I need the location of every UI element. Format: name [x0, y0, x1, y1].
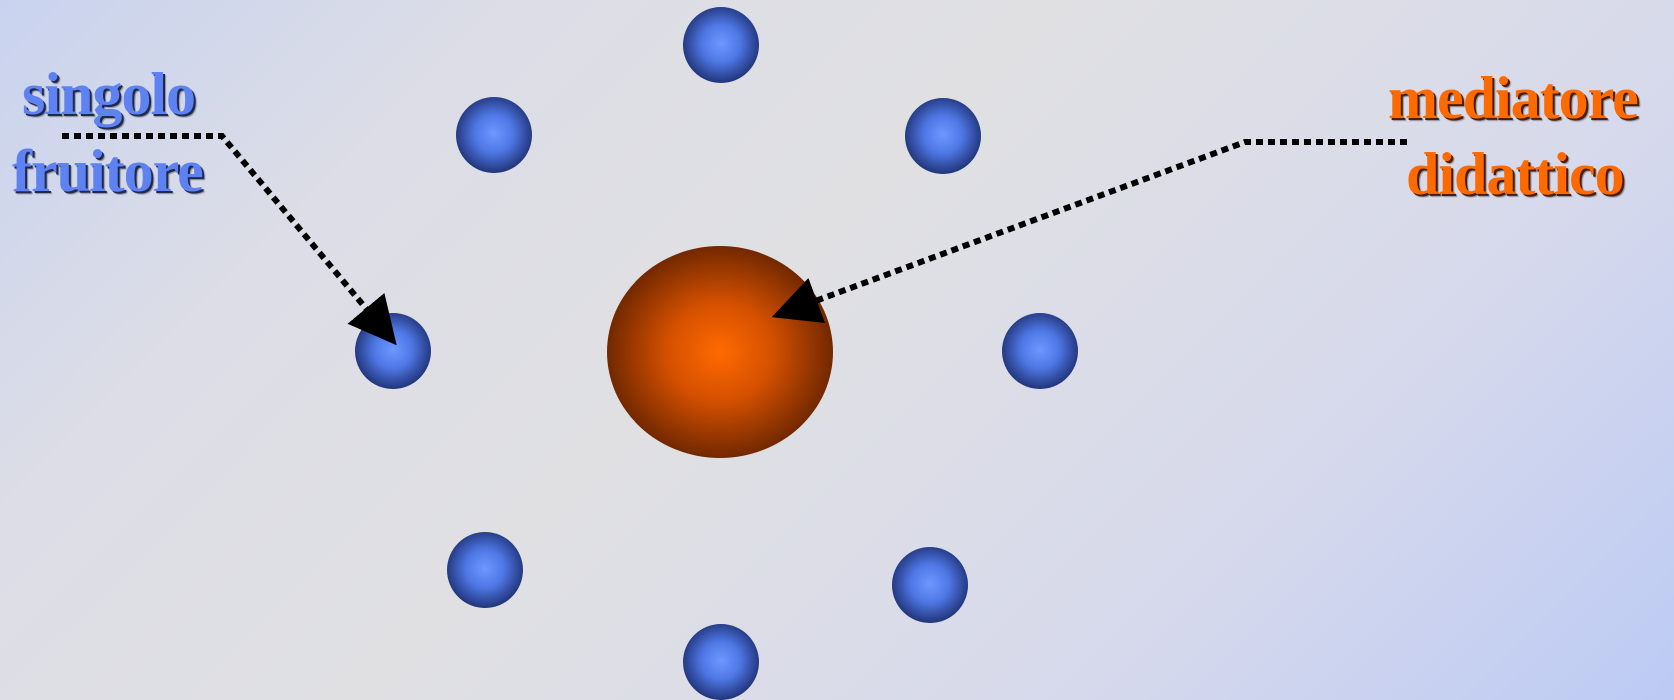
learner-node-top-left	[456, 97, 532, 173]
learner-node-bottom-left	[447, 532, 523, 608]
learner-node-bottom-right	[892, 547, 968, 623]
mediator-label-line1: mediatore	[1388, 65, 1639, 131]
learner-node-left	[355, 313, 431, 389]
learner-node-top	[683, 7, 759, 83]
mediator-label-line2: didattico	[1406, 141, 1625, 207]
learner-node-top-right	[905, 98, 981, 174]
learner-node-right	[1002, 313, 1078, 389]
mediator-connector-arrow	[771, 139, 1407, 324]
mediator-node	[607, 246, 833, 458]
learner-connector-arrow	[62, 133, 397, 346]
learner-node-bottom	[683, 624, 759, 700]
learner-label-line2: fruitore	[12, 138, 204, 204]
learner-label-line1: singolo	[22, 61, 196, 127]
